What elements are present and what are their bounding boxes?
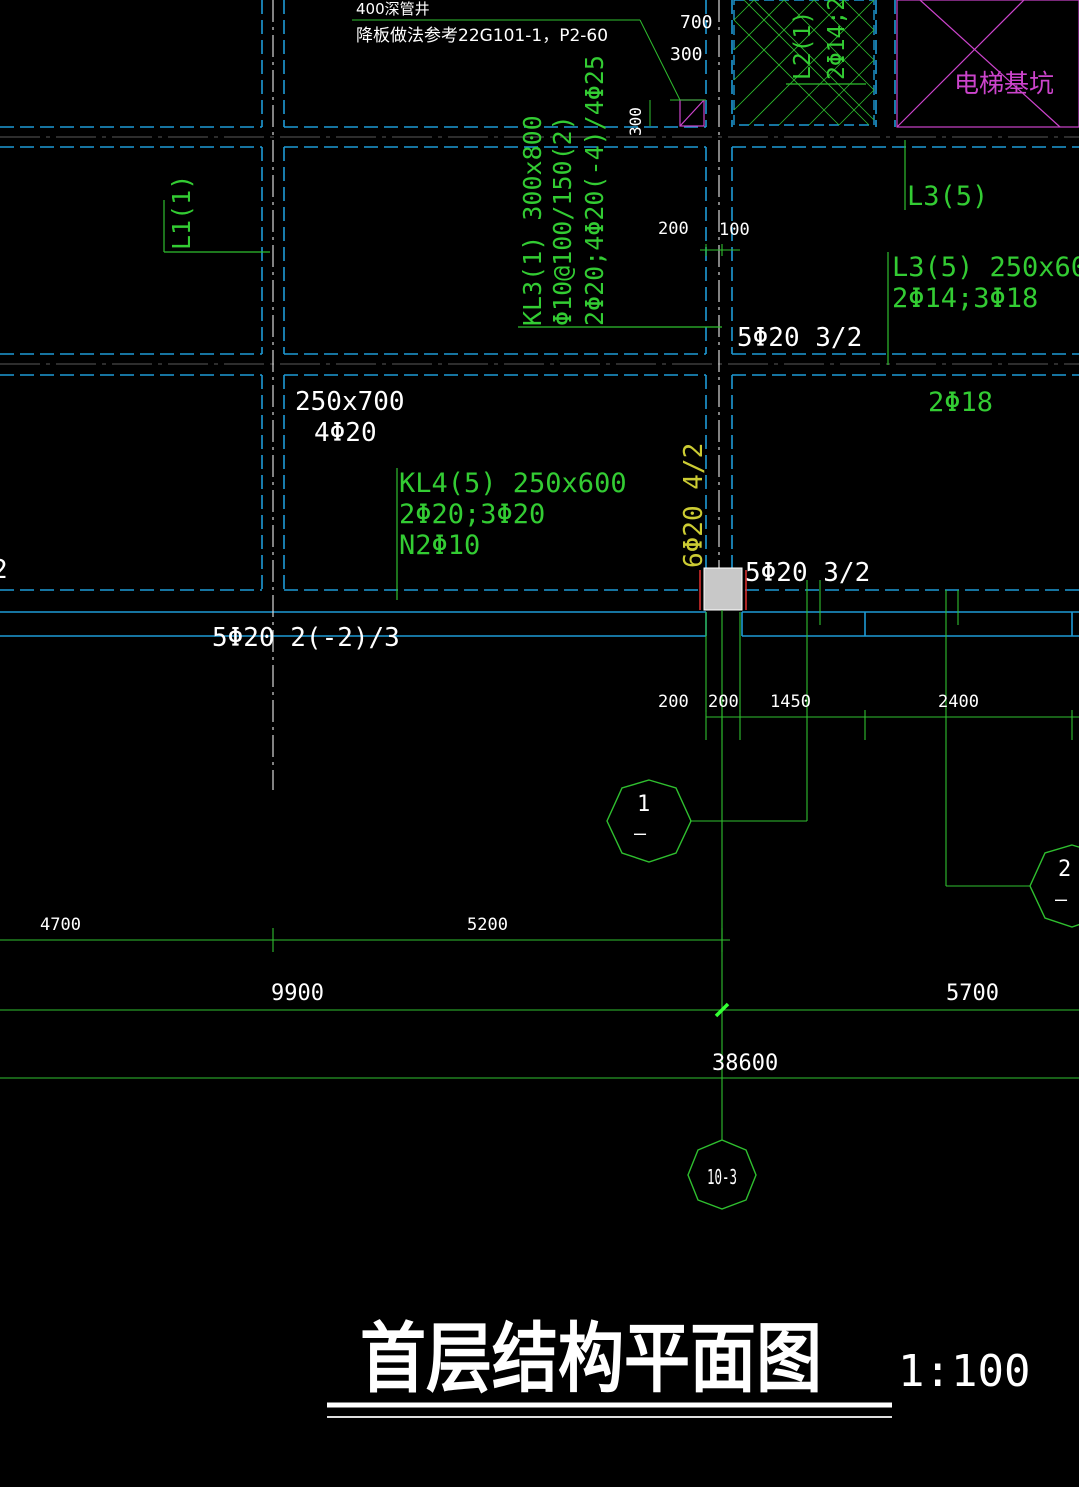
column — [699, 567, 747, 611]
top-bars-b: 5Φ20 3/2 — [745, 558, 870, 588]
section-marker-1: 1 — — [606, 779, 692, 863]
dim-1450: 1450 — [770, 692, 811, 712]
axis-centerlines — [272, 0, 720, 790]
left-cut-label: 2 — [0, 555, 8, 585]
kl4-line-2: 2Φ20;3Φ20 — [399, 499, 545, 530]
dim-200-b: 200 — [708, 692, 739, 712]
vertical-bars: 6Φ20 4/2 — [679, 443, 709, 568]
dim-100-top: 100 — [719, 220, 750, 240]
span-bars: 4Φ20 — [314, 418, 377, 448]
elevator-pit: 电梯基坑 — [896, 0, 1079, 128]
section-1-number: 1 — [637, 792, 650, 817]
dim-300-vertical: 300 — [626, 107, 645, 136]
section-2-number: 2 — [1058, 857, 1071, 882]
l3-tag: L3(5) — [907, 181, 988, 212]
kl3-line-3: 2Φ20;4Φ20(-4)/4Φ25 — [580, 55, 609, 326]
dim-4700: 4700 — [40, 915, 81, 935]
dim-200-top: 200 — [658, 219, 689, 239]
dimension-lines — [0, 244, 1079, 1140]
drawing-title: 首层结构平面图 — [360, 1314, 822, 1403]
section-2-sub: — — [1055, 887, 1068, 911]
l1-annotation: L1(1) — [163, 175, 270, 253]
drop-slab-note: 降板做法参考22G101-1，P2-60 — [356, 26, 608, 46]
dim-5700: 5700 — [946, 981, 999, 1006]
drawing-scale: 1:100 — [898, 1346, 1030, 1397]
span-annotation: 250x700 4Φ20 — [295, 387, 405, 448]
section-1-sub: — — [634, 821, 647, 845]
drop-slab-callout: 400深管井 降板做法参考22G101-1，P2-60 700 300 300 — [352, 0, 713, 136]
perimeter-beam — [0, 611, 1079, 637]
dim-38600: 38600 — [712, 1051, 778, 1076]
kl4-annotation: KL4(5) 250x600 2Φ20;3Φ20 N2Φ10 — [396, 468, 627, 600]
dim-2400: 2400 — [938, 692, 979, 712]
bottom-bars: 5Φ20 2(-2)/3 — [212, 623, 400, 653]
drawing-title-block: 首层结构平面图 1:100 — [327, 1314, 1030, 1418]
kl4-line-3: N2Φ10 — [399, 530, 480, 561]
kl4-line-1: KL4(5) 250x600 — [399, 468, 627, 499]
axis-ticks — [0, 136, 1079, 365]
dim-300-horizontal: 300 — [670, 44, 703, 65]
dim-200-a: 200 — [658, 692, 689, 712]
l2-line-2: 2Φ14;2 — [824, 0, 850, 80]
l1-label: L1(1) — [167, 175, 196, 250]
elevator-shaft-hatch — [733, 0, 875, 126]
l3-line-1: L3(5) 250x600 — [892, 252, 1079, 283]
section-marker-2: 2 — — [1029, 844, 1079, 928]
l3-line-2: 2Φ14;3Φ18 — [892, 283, 1038, 314]
dim-5200: 5200 — [467, 915, 508, 935]
l3-bottom-bars: 2Φ18 — [928, 387, 993, 418]
top-bars-a: 5Φ20 3/2 — [737, 323, 862, 353]
elevator-pit-label: 电梯基坑 — [954, 69, 1054, 98]
dimension-texts: 200 100 200 200 1450 2400 4700 5200 9900… — [40, 219, 999, 1076]
axis-label: 10-3 — [707, 1165, 737, 1189]
span-size: 250x700 — [295, 387, 405, 417]
dim-700: 700 — [680, 12, 713, 33]
l2-line-1: L2(1) 2 — [790, 0, 816, 80]
kl3-line-1: KL3(1) 300x800 — [518, 115, 547, 326]
rebar-labels: 5Φ20 3/2 5Φ20 3/2 6Φ20 4/2 5Φ20 2(-2)/3 … — [0, 323, 870, 653]
kl3-annotation: KL3(1) 300x800 Φ10@100/150(2) 2Φ20;4Φ20(… — [518, 55, 722, 328]
dimension-tick-mark — [714, 1002, 730, 1018]
l3-annotation: L3(5) L3(5) 250x600 2Φ14;3Φ18 2Φ18 — [887, 140, 1079, 418]
kl3-line-2: Φ10@100/150(2) — [548, 115, 577, 326]
dim-9900: 9900 — [271, 981, 324, 1006]
axis-bubble: 10-3 — [687, 1139, 757, 1210]
pit-note: 400深管井 — [356, 0, 430, 18]
l2-annotation: L2(1) 2 2Φ14;2 — [786, 0, 866, 85]
